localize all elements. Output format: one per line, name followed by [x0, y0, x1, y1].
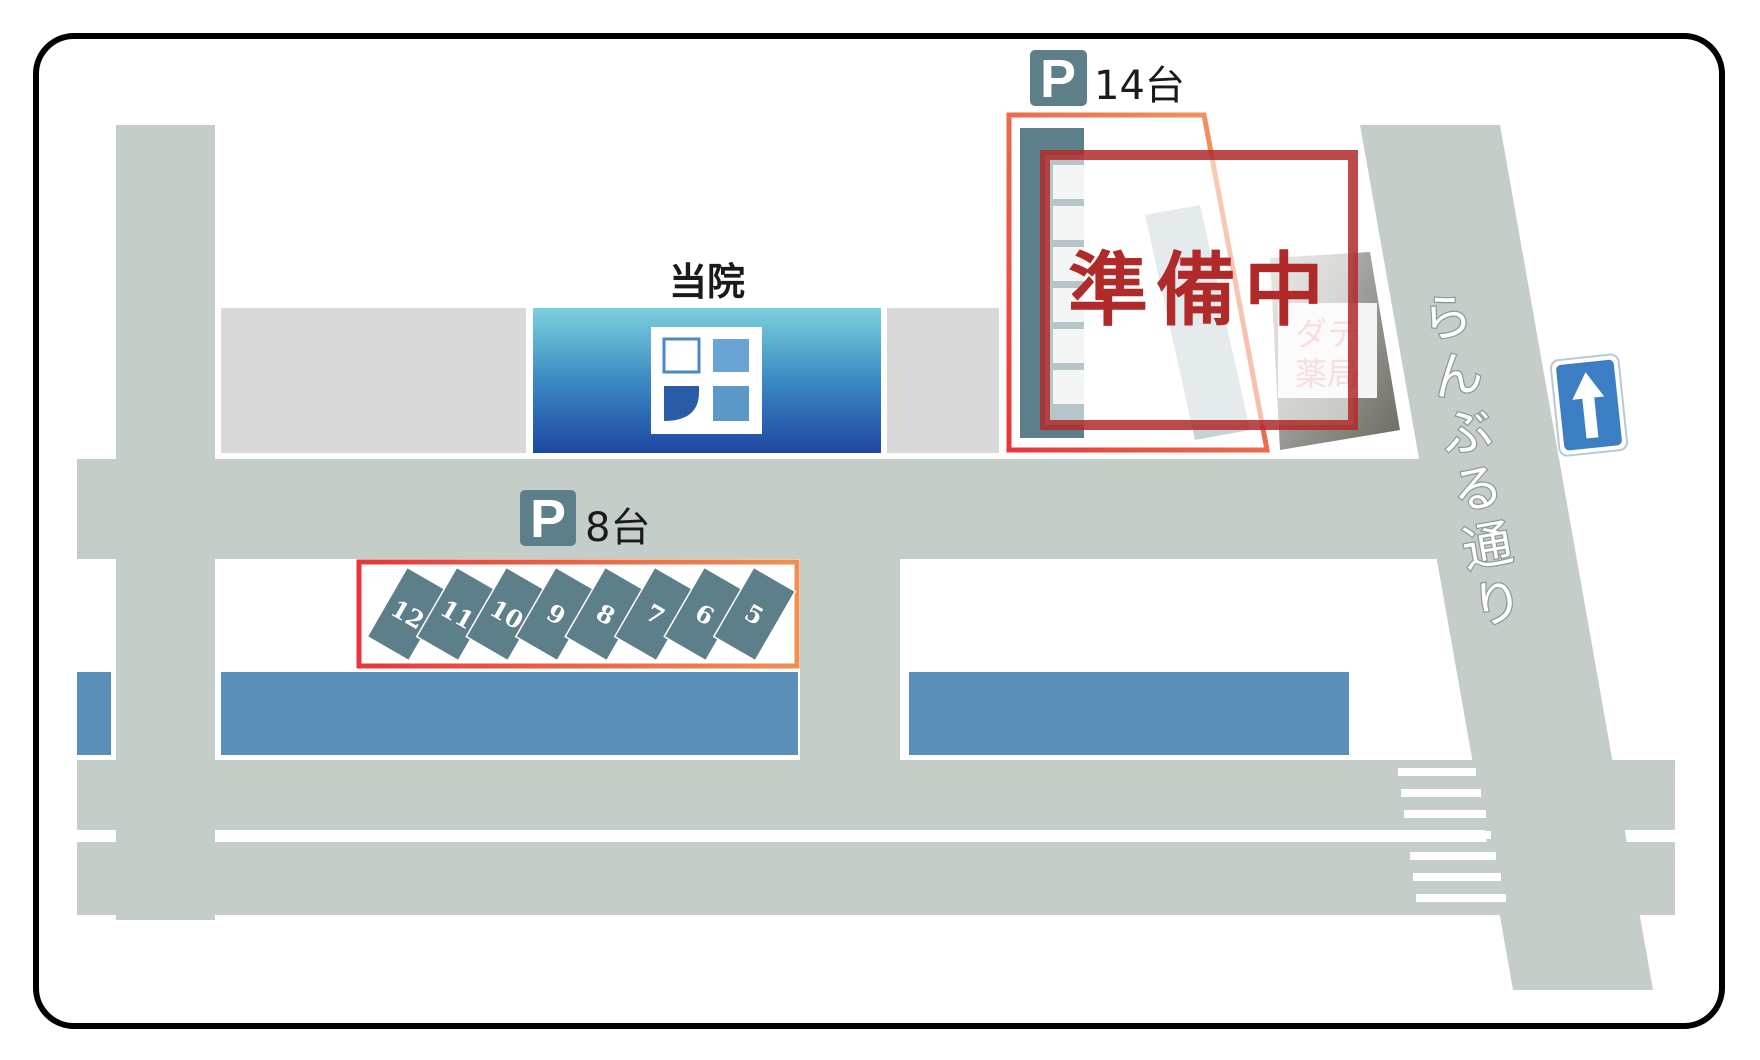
crosswalk [1398, 768, 1506, 902]
parking-south-badge: P [520, 489, 576, 549]
road-connector [800, 559, 900, 760]
parking-north-boundary [1006, 112, 1271, 453]
construction-overlay: 準備中 [1040, 150, 1358, 430]
parking-south-boundary [356, 559, 800, 669]
parking-north-badge: P [1030, 49, 1087, 109]
street-name-char: る [1448, 457, 1507, 523]
parking-p-icon: P [530, 489, 566, 549]
parking-north-count: 14台 [1094, 63, 1185, 109]
construction-label: 準備中 [1068, 244, 1332, 337]
water-channels [77, 672, 1349, 755]
one-way-up-arrow-icon [1572, 372, 1605, 439]
street-name-char: ん [1428, 342, 1487, 408]
parking-space[interactable]: 6 [663, 566, 747, 662]
parking-south-count: 8台 [585, 505, 650, 551]
clinic-logo-icon [651, 327, 762, 434]
water-center [221, 672, 798, 755]
parking-p-icon: P [1040, 49, 1076, 109]
building-west [221, 308, 526, 453]
water-east [909, 672, 1349, 755]
parking-space[interactable]: 12 [366, 566, 450, 662]
parking-space[interactable]: 11 [415, 566, 500, 662]
street-name-char: り [1468, 571, 1527, 637]
parking-space[interactable]: 5 [712, 566, 797, 662]
street-name-char: 通 [1458, 514, 1517, 580]
parking-space[interactable]: 7 [613, 566, 698, 662]
one-way-sign [1549, 353, 1629, 457]
water-west [77, 672, 111, 755]
street-name-char: ぶ [1438, 399, 1497, 465]
road-middle-horizontal [77, 459, 1517, 559]
road-ranburu-street [1360, 125, 1653, 990]
building-east [887, 308, 999, 453]
street-name-char: ら [1417, 285, 1476, 351]
clinic-label: 当院 [669, 260, 745, 304]
road-south-horizontal-2 [77, 842, 1675, 915]
clinic-building[interactable] [533, 308, 881, 453]
